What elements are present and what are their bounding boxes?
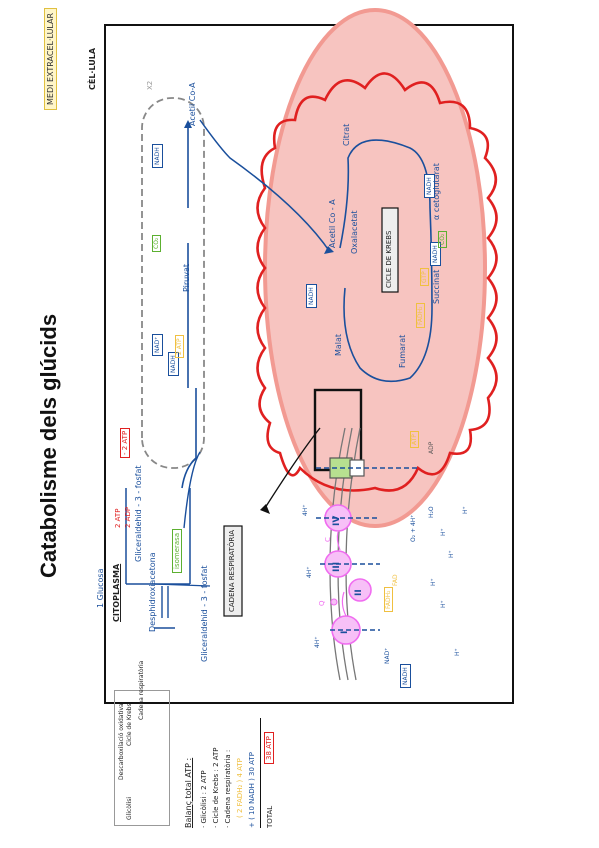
g3p-top: Gliceraldehid - 3 - fosfat <box>134 465 143 562</box>
mitochondrion-inner-membrane <box>256 72 498 492</box>
complex-iii-label: III <box>332 561 342 572</box>
krebs-co2: CO₂ <box>438 230 447 248</box>
balance-total-value: 38 ATP <box>264 732 274 764</box>
h-plus-7: H⁺ <box>440 528 447 536</box>
balance-line-3: · Cadena respiratòria : <box>224 749 232 828</box>
acetil-label: Acetil Co-A <box>188 82 197 126</box>
complex-iv-label: IV <box>332 515 342 526</box>
minus2atp: - 2 ATP <box>120 427 130 458</box>
adp2: 2 ADP <box>124 506 132 528</box>
krebs-nadh-c: NADH <box>306 284 317 308</box>
nadh2-box: NADH <box>152 144 163 168</box>
cadena-box-label: CADENA RESPIRATÒRIA <box>228 529 236 612</box>
dhap-label: Desphidroxiacetona <box>148 552 157 632</box>
atp2: 2 ATP <box>114 508 122 528</box>
balance-line-5: + ( 10 NADH ) 30 ATP <box>248 752 256 828</box>
krebs-box-label: CICLE DE KREBS <box>385 230 393 288</box>
chain-nadh: NADH <box>400 664 411 688</box>
piruvat-label: Piruvat <box>182 263 191 292</box>
balance-divider <box>260 718 261 828</box>
krebs-gtp: GTP <box>420 268 429 286</box>
x2-label: X2 <box>146 80 154 90</box>
complex-i-label: I <box>340 630 350 634</box>
atp-box: 2 ATP <box>175 335 184 358</box>
h-plus-4: H⁺ <box>440 600 447 608</box>
glucosa-label: 1 Glucosa <box>96 568 105 609</box>
step-1: Glicòlisi <box>126 796 133 820</box>
ubiquinone-q <box>330 598 338 606</box>
krebs-fadh2: FADH₂ <box>416 303 425 328</box>
step-4: Cadena respiratòria <box>138 660 145 720</box>
h-plus-9: H⁺ <box>462 506 469 514</box>
balance-line-1: · Glicòlisi : 2 ATP <box>200 770 208 828</box>
krebs-succinat: Succinat <box>432 269 441 304</box>
krebs-alfa: α cetoglutarat <box>432 163 441 220</box>
mitochondrion-outer <box>263 8 487 528</box>
mito-dashed-box <box>141 97 205 469</box>
h-plus-6: H⁺ <box>448 550 455 558</box>
chain-adp: ADP <box>428 441 435 454</box>
chain-fadh2: FADH₂ <box>384 587 393 612</box>
krebs-fumarat: Fumarat <box>398 334 407 368</box>
krebs-citrat: Citrat <box>342 123 351 146</box>
step-2: Descarboxilació oxidativa <box>118 703 125 780</box>
q-label: Q <box>318 600 326 606</box>
c-label: C <box>324 537 332 542</box>
balance-total-label: TOTAL <box>266 805 274 828</box>
h-plus-1: 4H⁺ <box>314 636 321 649</box>
chain-o2: O₂ + 4H⁺ <box>410 514 417 542</box>
krebs-oxalacetat: Oxalacetat <box>350 210 359 254</box>
balance-title: Balanç total ATP : <box>184 757 193 828</box>
complex-ii-label: II <box>354 589 364 596</box>
chain-nad: NAD⁺ <box>384 647 391 664</box>
chain-atp: ATP <box>410 431 419 448</box>
chain-fad: FAD <box>392 574 399 586</box>
h-plus-3: 4H⁺ <box>302 504 309 517</box>
nad-box: NAD⁺ <box>152 333 163 356</box>
krebs-acetil: Acetil Co - A <box>328 199 337 248</box>
chain-h2o: H₂O <box>428 506 435 518</box>
balance-line-4: ( 2 FADH₂ ) 4 ATP <box>236 758 244 818</box>
balance-line-2: · Cicle de Krebs : 2 ATP <box>212 747 220 828</box>
step-3: Cicle de Krebs <box>126 703 133 746</box>
isomerasa-label: isomerasa <box>172 528 182 573</box>
complex-ii <box>348 578 372 602</box>
h-plus-2: 4H⁺ <box>306 566 313 579</box>
g3p-bottom: Gliceraldehid - 3 - fosfat <box>200 565 209 662</box>
krebs-malat: Malat <box>334 333 343 356</box>
co2-box: CO₂ <box>152 234 161 252</box>
h-plus-8: H⁺ <box>454 648 461 656</box>
h-plus-5: H⁺ <box>430 578 437 586</box>
